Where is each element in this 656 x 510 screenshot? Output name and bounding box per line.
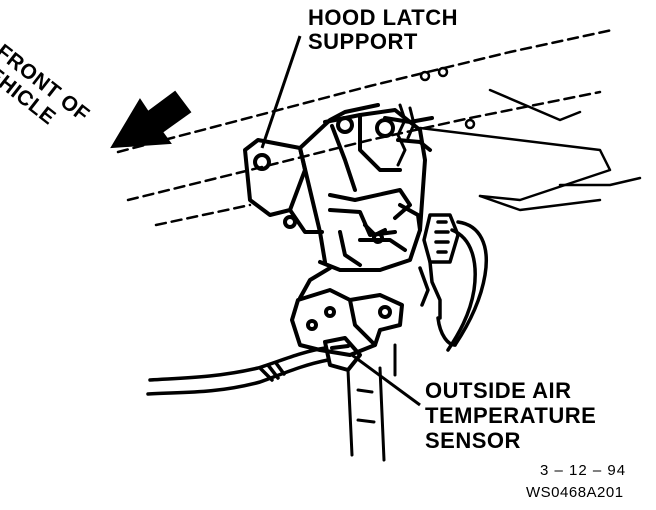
sensor-label-line-3: SENSOR xyxy=(425,428,521,453)
hood-latch-assembly xyxy=(318,108,434,272)
lower-mount-plate xyxy=(290,266,404,357)
leader-air-temp-sensor xyxy=(351,353,421,407)
sensor-label-line-1: OUTSIDE AIR xyxy=(425,378,572,403)
body-panel-edge xyxy=(478,176,642,212)
sensor-label-line-2: TEMPERATURE xyxy=(425,403,597,428)
latch-spring xyxy=(396,103,416,167)
lower-support-post xyxy=(346,343,397,462)
leader-hood-latch-support xyxy=(260,35,302,149)
sensor-cable xyxy=(146,346,330,396)
hood-latch-support-line-2: SUPPORT xyxy=(308,29,418,54)
wiring-harness-right xyxy=(418,213,488,352)
radiator-support-beam xyxy=(116,28,614,227)
outside-air-temperature-sensor-label: OUTSIDE AIR TEMPERATURE SENSOR xyxy=(425,378,596,453)
figure-date: 3 – 12 – 94 xyxy=(540,462,627,479)
figure-code: WS0468A201 xyxy=(526,484,624,501)
hood-latch-support-line-1: HOOD LATCH xyxy=(308,5,459,30)
hood-latch-support-label: HOOD LATCH SUPPORT xyxy=(308,6,458,54)
arrow-down-left-icon xyxy=(110,90,192,149)
